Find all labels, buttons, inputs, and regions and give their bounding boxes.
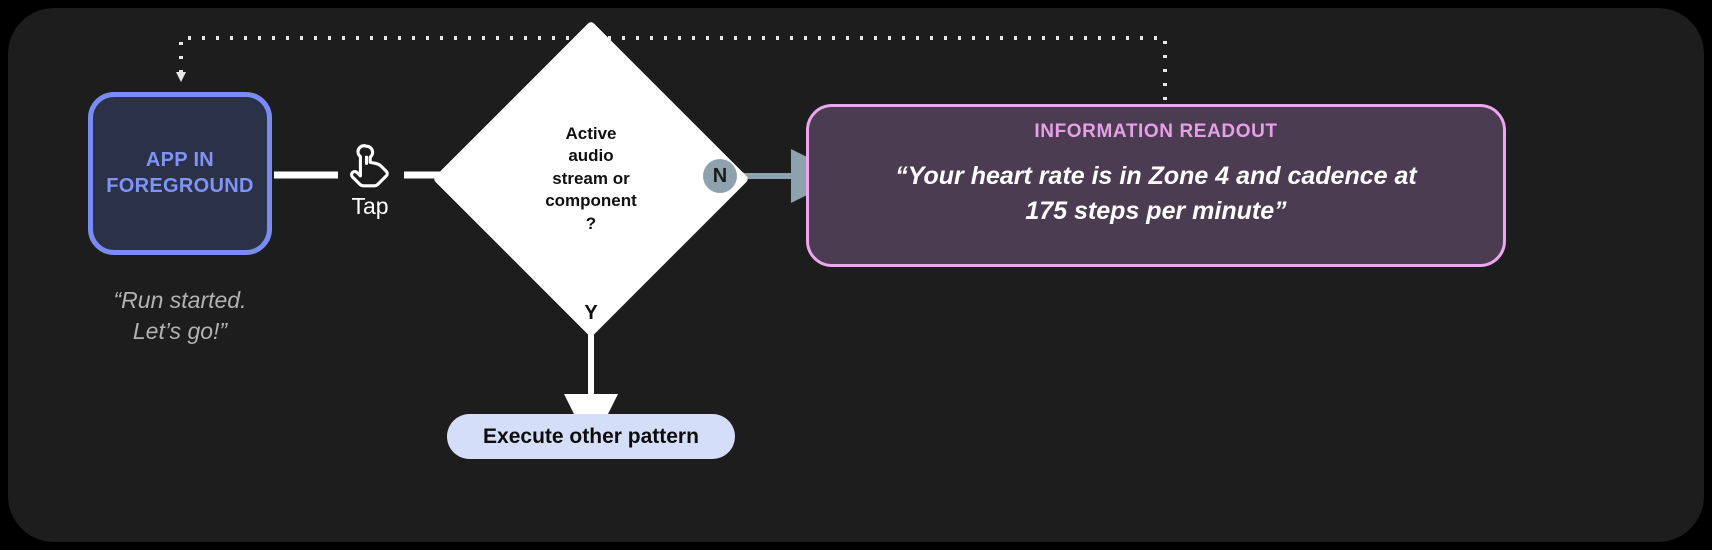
app-quote-line1: “Run started. — [113, 287, 247, 313]
decision-diamond[interactable]: Active audio stream or component ? — [432, 20, 750, 338]
decision-line2: audio — [568, 146, 614, 166]
execute-other-pattern-pill[interactable]: Execute other pattern — [447, 414, 735, 459]
information-readout-panel[interactable]: INFORMATION READOUT “Your heart rate is … — [806, 104, 1506, 267]
readout-body-line2: 175 steps per minute” — [1025, 196, 1287, 225]
app-node-label-line1: APP IN — [145, 148, 215, 171]
decision-line5: ? — [585, 213, 597, 233]
readout-body-line1: “Your heart rate is in Zone 4 and cadenc… — [895, 162, 1417, 190]
app-in-foreground-node[interactable]: APP IN FOREGROUND — [88, 92, 272, 255]
decision-line3: stream or — [552, 168, 630, 188]
app-node-label: APP IN FOREGROUND — [106, 148, 253, 199]
branch-badge-no: N — [703, 159, 737, 193]
readout-body: “Your heart rate is in Zone 4 and cadenc… — [836, 159, 1476, 228]
tap-gesture-label: Tap — [351, 193, 389, 219]
decision-line1: Active — [565, 123, 617, 143]
decision-line4: component — [545, 191, 637, 211]
readout-title: INFORMATION READOUT — [1034, 121, 1278, 142]
decision-diamond-label: Active audio stream or component ? — [516, 123, 666, 235]
app-node-label-line2: FOREGROUND — [106, 174, 254, 197]
branch-badge-yes: Y — [574, 296, 608, 330]
execute-other-pattern-label: Execute other pattern — [483, 424, 699, 448]
app-node-quote: “Run started. Let’s go!” — [60, 285, 300, 347]
tap-gesture-group: Tap — [330, 143, 410, 220]
tap-gesture-icon — [350, 144, 389, 188]
diagram-frame — [8, 8, 1704, 542]
app-quote-line2: Let’s go!” — [132, 318, 228, 345]
